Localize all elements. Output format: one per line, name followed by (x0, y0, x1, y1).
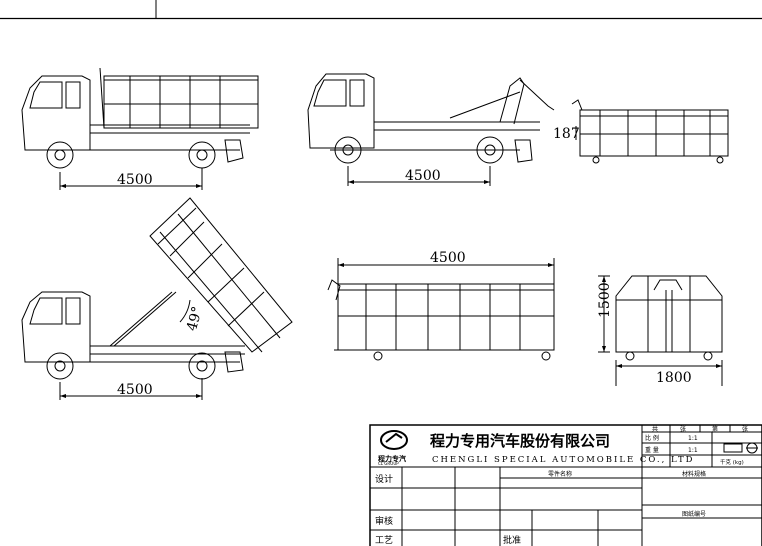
tb-material: 材料规格 (682, 470, 706, 478)
tb-scale-label: 比 例 (645, 434, 659, 442)
company-name-cn: 程力专用汽车股份有限公司 (430, 432, 610, 450)
tb-approve: 批准 (503, 534, 521, 546)
company-name-en: CHENGLI SPECIAL AUTOMOBILE CO., LTD (432, 455, 694, 465)
bin-end-view (598, 275, 723, 386)
dim-bin-width: 1800 (656, 370, 692, 386)
tb-part-name: 零件名称 (548, 470, 572, 478)
tb-weight-label: 重 量 (645, 446, 659, 454)
dim-hook-height: 187 (553, 126, 580, 142)
dim-tipping-length: 4500 (117, 382, 153, 398)
tb-process: 工艺 (375, 535, 393, 546)
tb-weight-value: 1:1 (688, 447, 698, 454)
tb-unit: 千克 (kg) (720, 458, 744, 466)
dim-bin-height: 1500 (597, 282, 613, 318)
logo-subtext: CL GROUP (378, 461, 399, 466)
tb-design: 设计 (375, 473, 393, 485)
tb-review: 审核 (375, 515, 393, 527)
tipping-view (21, 197, 293, 400)
tb-di: 第 (712, 425, 718, 433)
tb-drawing-no: 图纸编号 (682, 510, 706, 518)
tb-zhang-2: 张 (742, 425, 748, 433)
logo-text: 程力专汽 (378, 454, 406, 463)
hook-arm-view (307, 73, 729, 186)
dim-bin-length: 4500 (430, 250, 466, 266)
dim-tipping-angle: 49° (184, 305, 206, 333)
tb-zhang-1: 张 (680, 425, 686, 433)
title-block (369, 424, 762, 546)
bin-side-view (327, 258, 555, 361)
tb-scale-value: 1:1 (688, 435, 698, 442)
tb-gong: 共 (652, 425, 658, 433)
dim-truck-length: 4500 (117, 172, 153, 188)
dim-hook-length: 4500 (405, 168, 441, 184)
